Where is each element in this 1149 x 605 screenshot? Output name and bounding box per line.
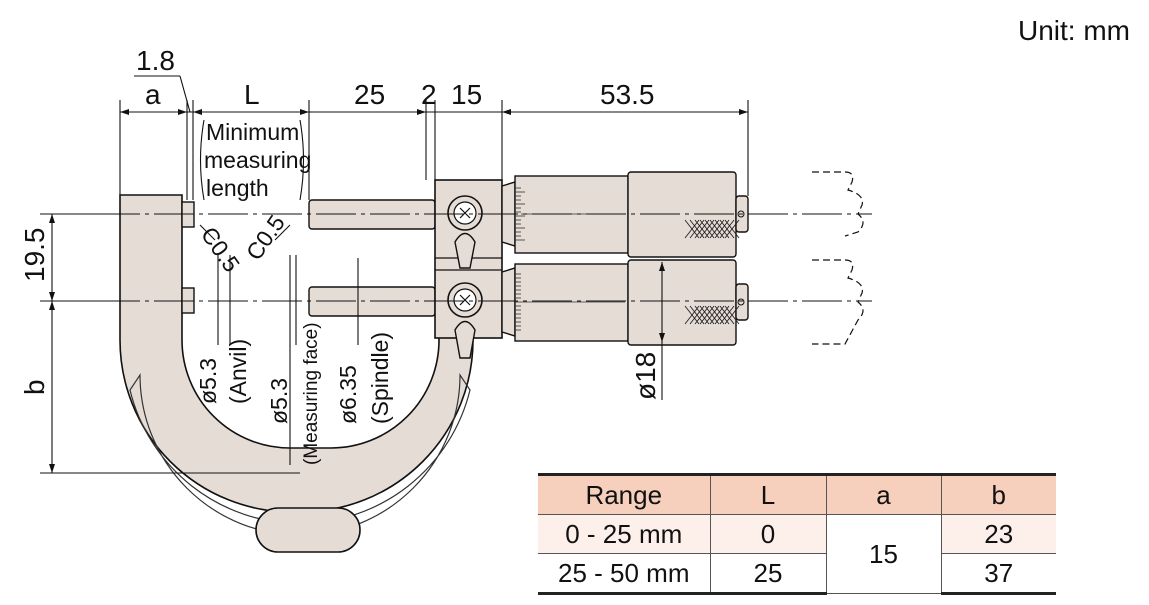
note-min-2: measuring <box>204 147 311 173</box>
cell-range: 0 - 25 mm <box>538 514 710 554</box>
cell-L: 25 <box>709 553 826 595</box>
dim-53-5: 53.5 <box>600 79 655 110</box>
note-anvil-label: (Anvil) <box>225 339 251 404</box>
table-header-row: Range L a b <box>538 473 1056 515</box>
note-min-3: length <box>206 175 269 201</box>
cell-b: 23 <box>940 514 1056 554</box>
frame-hole <box>255 507 361 553</box>
spec-table: Range L a b 0 - 25 mm 0 15 23 25 - 50 mm… <box>538 473 1056 595</box>
note-face-label: (Measuring face) <box>301 322 322 465</box>
cell-L: 0 <box>709 514 826 554</box>
dim-phi18: ø18 <box>630 352 661 400</box>
knurl-pattern <box>684 219 740 325</box>
frame-groove <box>129 373 471 536</box>
header-a: a <box>825 473 941 515</box>
unit-label: Unit: mm <box>1018 15 1130 46</box>
cell-b: 37 <box>940 553 1056 595</box>
frame-body <box>119 194 474 513</box>
note-spindle-label: (Spindle) <box>367 332 393 424</box>
cell-a: 15 <box>825 514 941 594</box>
header-range: Range <box>538 473 710 515</box>
note-anvil-diameter: ø5.3 <box>195 358 221 404</box>
dimension-lines <box>40 75 749 474</box>
header-L: L <box>709 473 826 515</box>
clamp-lower-icon <box>447 282 483 359</box>
dim-L: L <box>244 79 260 110</box>
dim-1-8: 1.8 <box>136 45 175 76</box>
table-row: 25 - 50 mm 25 37 <box>538 553 1056 595</box>
clamp-upper-icon <box>447 195 483 269</box>
note-chamfer-anvil: C0.5 <box>196 222 245 277</box>
break-line-upper <box>812 171 864 237</box>
header-b: b <box>940 473 1056 515</box>
thimble-lower <box>501 259 749 346</box>
thimble-graduations <box>515 187 625 331</box>
note-min-bracket <box>199 119 305 201</box>
dim-b: b <box>19 379 50 395</box>
note-chamfer-spindle: C0.5 <box>241 210 290 265</box>
cell-range: 25 - 50 mm <box>538 553 710 595</box>
dim-2: 2 <box>421 79 437 110</box>
dim-19-5: 19.5 <box>19 228 50 283</box>
dim-25: 25 <box>354 79 385 110</box>
note-min-1: Minimum <box>206 119 299 145</box>
arrowheads <box>49 109 748 473</box>
note-spindle-diameter: ø6.35 <box>335 365 361 424</box>
dim-a: a <box>145 79 161 110</box>
dim-15: 15 <box>451 79 482 110</box>
table-row: 0 - 25 mm 0 15 23 <box>538 514 1056 594</box>
note-face-diameter: ø5.3 <box>266 378 292 424</box>
break-line-lower <box>812 259 864 345</box>
